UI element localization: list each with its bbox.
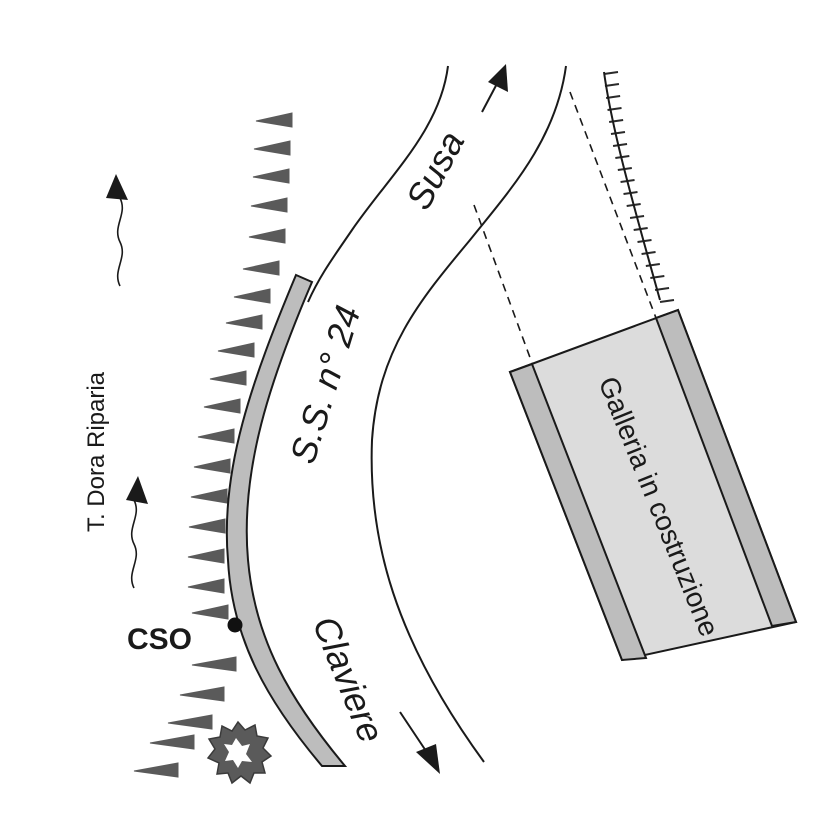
road-edge-east: [370, 65, 567, 763]
hachure-tick: [650, 275, 665, 279]
hachure-tick: [167, 714, 213, 730]
hachure-tick: [203, 398, 241, 414]
hachure-tick: [608, 119, 624, 123]
hachure-tick: [179, 686, 225, 702]
hachure-tick: [217, 342, 255, 358]
left-bank-hachures: [133, 112, 293, 778]
tunnel: [508, 308, 798, 662]
river-label: T. Dora Riparia: [83, 371, 110, 532]
hachure-tick: [645, 263, 660, 267]
direction-north-label: Susa: [398, 124, 473, 216]
rockfall-icon: [206, 720, 273, 785]
hachure-tick: [233, 288, 271, 304]
hachure-tick: [612, 143, 628, 147]
retaining-wall: [225, 273, 348, 767]
arrow-down-icon: [399, 711, 440, 774]
hachure-tick: [193, 458, 231, 474]
right-bank-hachures: [603, 71, 675, 303]
hachure-tick: [248, 228, 286, 244]
hachure-tick: [242, 260, 280, 276]
hachure-tick: [250, 197, 288, 213]
hachure-tick: [187, 548, 225, 564]
hachure-tick: [190, 488, 228, 504]
hachure-tick: [188, 518, 226, 534]
hachure-tick: [615, 155, 630, 159]
hachure-tick: [603, 71, 619, 75]
hachure-tick: [610, 131, 626, 135]
hachure-tick: [191, 604, 229, 620]
tunnel-approach-right: [569, 91, 657, 319]
right-bank-line: [603, 71, 661, 301]
direction-south-label: Claviere: [305, 610, 392, 748]
arrow-up-icon: [481, 64, 508, 113]
tunnel-approach-left: [473, 204, 533, 364]
tunnel-wall-left: [508, 362, 648, 662]
hachure-tick: [225, 314, 263, 330]
hachure-tick: [209, 370, 247, 386]
hachure-tick: [149, 734, 195, 750]
hachure-tick: [604, 83, 620, 87]
hachure-tick: [187, 578, 225, 594]
hachure-tick: [255, 112, 293, 128]
hachure-tick: [253, 140, 291, 156]
hachure-tick: [659, 299, 675, 303]
road-edge-west: [307, 65, 449, 303]
hachure-tick: [252, 168, 290, 184]
cso-label: CSO: [127, 623, 192, 656]
hachure-tick: [191, 656, 237, 672]
hachure-tick: [133, 762, 179, 778]
hachure-tick: [641, 251, 656, 255]
flow-arrow-icon: [106, 174, 128, 287]
hachure-tick: [197, 428, 235, 444]
tunnel-wall-right: [654, 308, 798, 628]
flow-arrow-icon: [126, 476, 148, 589]
point-marker-icon: [227, 617, 243, 633]
